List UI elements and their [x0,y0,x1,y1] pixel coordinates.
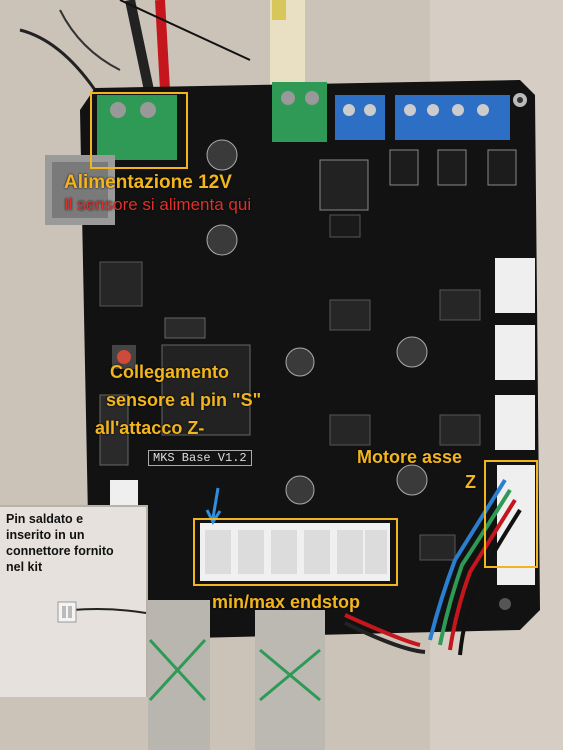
z-motor-label-line2: Z [465,472,476,492]
sensor-label-line3: all'attacco Z- [95,418,205,438]
z-motor-label-line1: Motore asse [357,447,463,467]
power-connector-highlight [90,92,188,169]
power-note-label: Il sensore si alimenta qui [64,195,252,214]
z-motor-highlight [484,460,538,568]
sensor-label-line1: Collegamento [110,362,230,382]
endstop-highlight [193,518,398,586]
power-title-label: Alimentazione 12V [64,172,232,193]
sensor-label-line2: sensore al pin "S" [106,390,262,410]
inset-connector-drawing [57,601,147,623]
board-silkscreen: MKS Base V1.2 [148,450,252,466]
inset-caption: Pin saldato e inserito in un connettore … [6,511,146,575]
connector-inset-photo: Pin saldato e inserito in un connettore … [0,505,148,697]
inset-caption-line: connettore fornito [6,544,114,558]
inset-caption-line: inserito in un [6,528,85,542]
inset-caption-line: nel kit [6,560,43,574]
endstop-label: min/max endstop [212,592,361,612]
inset-caption-line: Pin saldato e [6,512,84,526]
